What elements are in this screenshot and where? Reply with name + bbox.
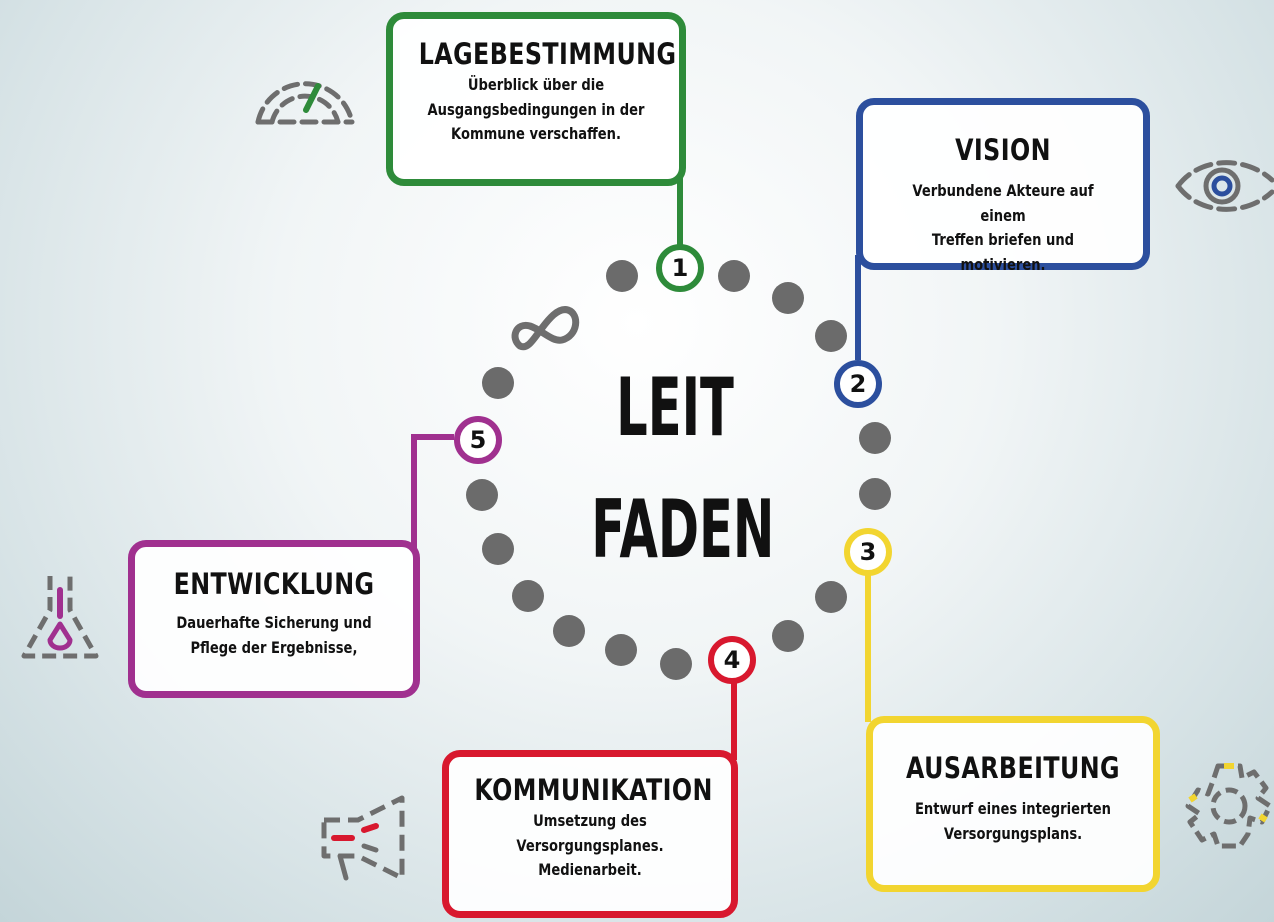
step-5-description: Dauerhafte Sicherung und Pflege der Erge… (176, 612, 372, 657)
ring-dot (605, 634, 637, 666)
eye-icon (1175, 160, 1274, 212)
ring-dot (512, 580, 544, 612)
ring-dot (606, 260, 638, 292)
ring-dot (859, 478, 891, 510)
step-5-box: ENTWICKLUNG Dauerhafte Sicherung und Pfl… (128, 540, 420, 698)
ring-dot (815, 320, 847, 352)
step-4-box: KOMMUNIKATION Umsetzung des Versorgungsp… (442, 750, 738, 918)
ring-dot (772, 282, 804, 314)
ring-dot (482, 533, 514, 565)
flask-icon (21, 576, 99, 659)
step-1-number: 1 (656, 244, 704, 292)
step-4-number: 4 (708, 636, 756, 684)
step-2-description: Verbundene Akteure auf einem Treffen bri… (912, 180, 1094, 275)
step-2-box: VISION Verbundene Akteure auf einem Tref… (856, 98, 1150, 274)
center-title-line-1: LEIT (616, 361, 734, 454)
ring-dot (466, 479, 498, 511)
step-1-box: LAGEBESTIMMUNG Überblick über die Ausgan… (386, 12, 686, 186)
gear-icon (1185, 763, 1273, 849)
step-3-box: AUSARBEITUNG Entwurf eines integrierten … (866, 716, 1160, 892)
step-3-title: AUSARBEITUNG (906, 751, 1120, 785)
step-2-title: VISION (955, 133, 1051, 167)
step-5-title: ENTWICKLUNG (173, 567, 375, 601)
connector-5 (411, 434, 454, 550)
step-4-title: KOMMUNIKATION (474, 773, 713, 807)
ring-dot (859, 422, 891, 454)
infinity-icon (511, 306, 580, 351)
step-3-number: 3 (844, 528, 892, 576)
ring-dot (660, 648, 692, 680)
ring-dot (772, 620, 804, 652)
ring-dot (553, 615, 585, 647)
megaphone-icon (321, 795, 405, 881)
ring-dot (482, 367, 514, 399)
center-title-line-2: FADEN (591, 483, 775, 576)
step-5-number: 5 (454, 416, 502, 464)
step-2-number: 2 (834, 360, 882, 408)
step-4-description: Umsetzung des Versorgungsplanes. Mediena… (516, 810, 664, 880)
ring-dot (815, 581, 847, 613)
step-1-title: LAGEBESTIMMUNG (418, 37, 677, 71)
ring-dot (718, 260, 750, 292)
step-1-description: Überblick über die Ausgangsbedingungen i… (427, 74, 645, 144)
speedometer-icon (255, 81, 355, 125)
step-3-description: Entwurf eines integrierten Versorgungspl… (914, 798, 1112, 843)
